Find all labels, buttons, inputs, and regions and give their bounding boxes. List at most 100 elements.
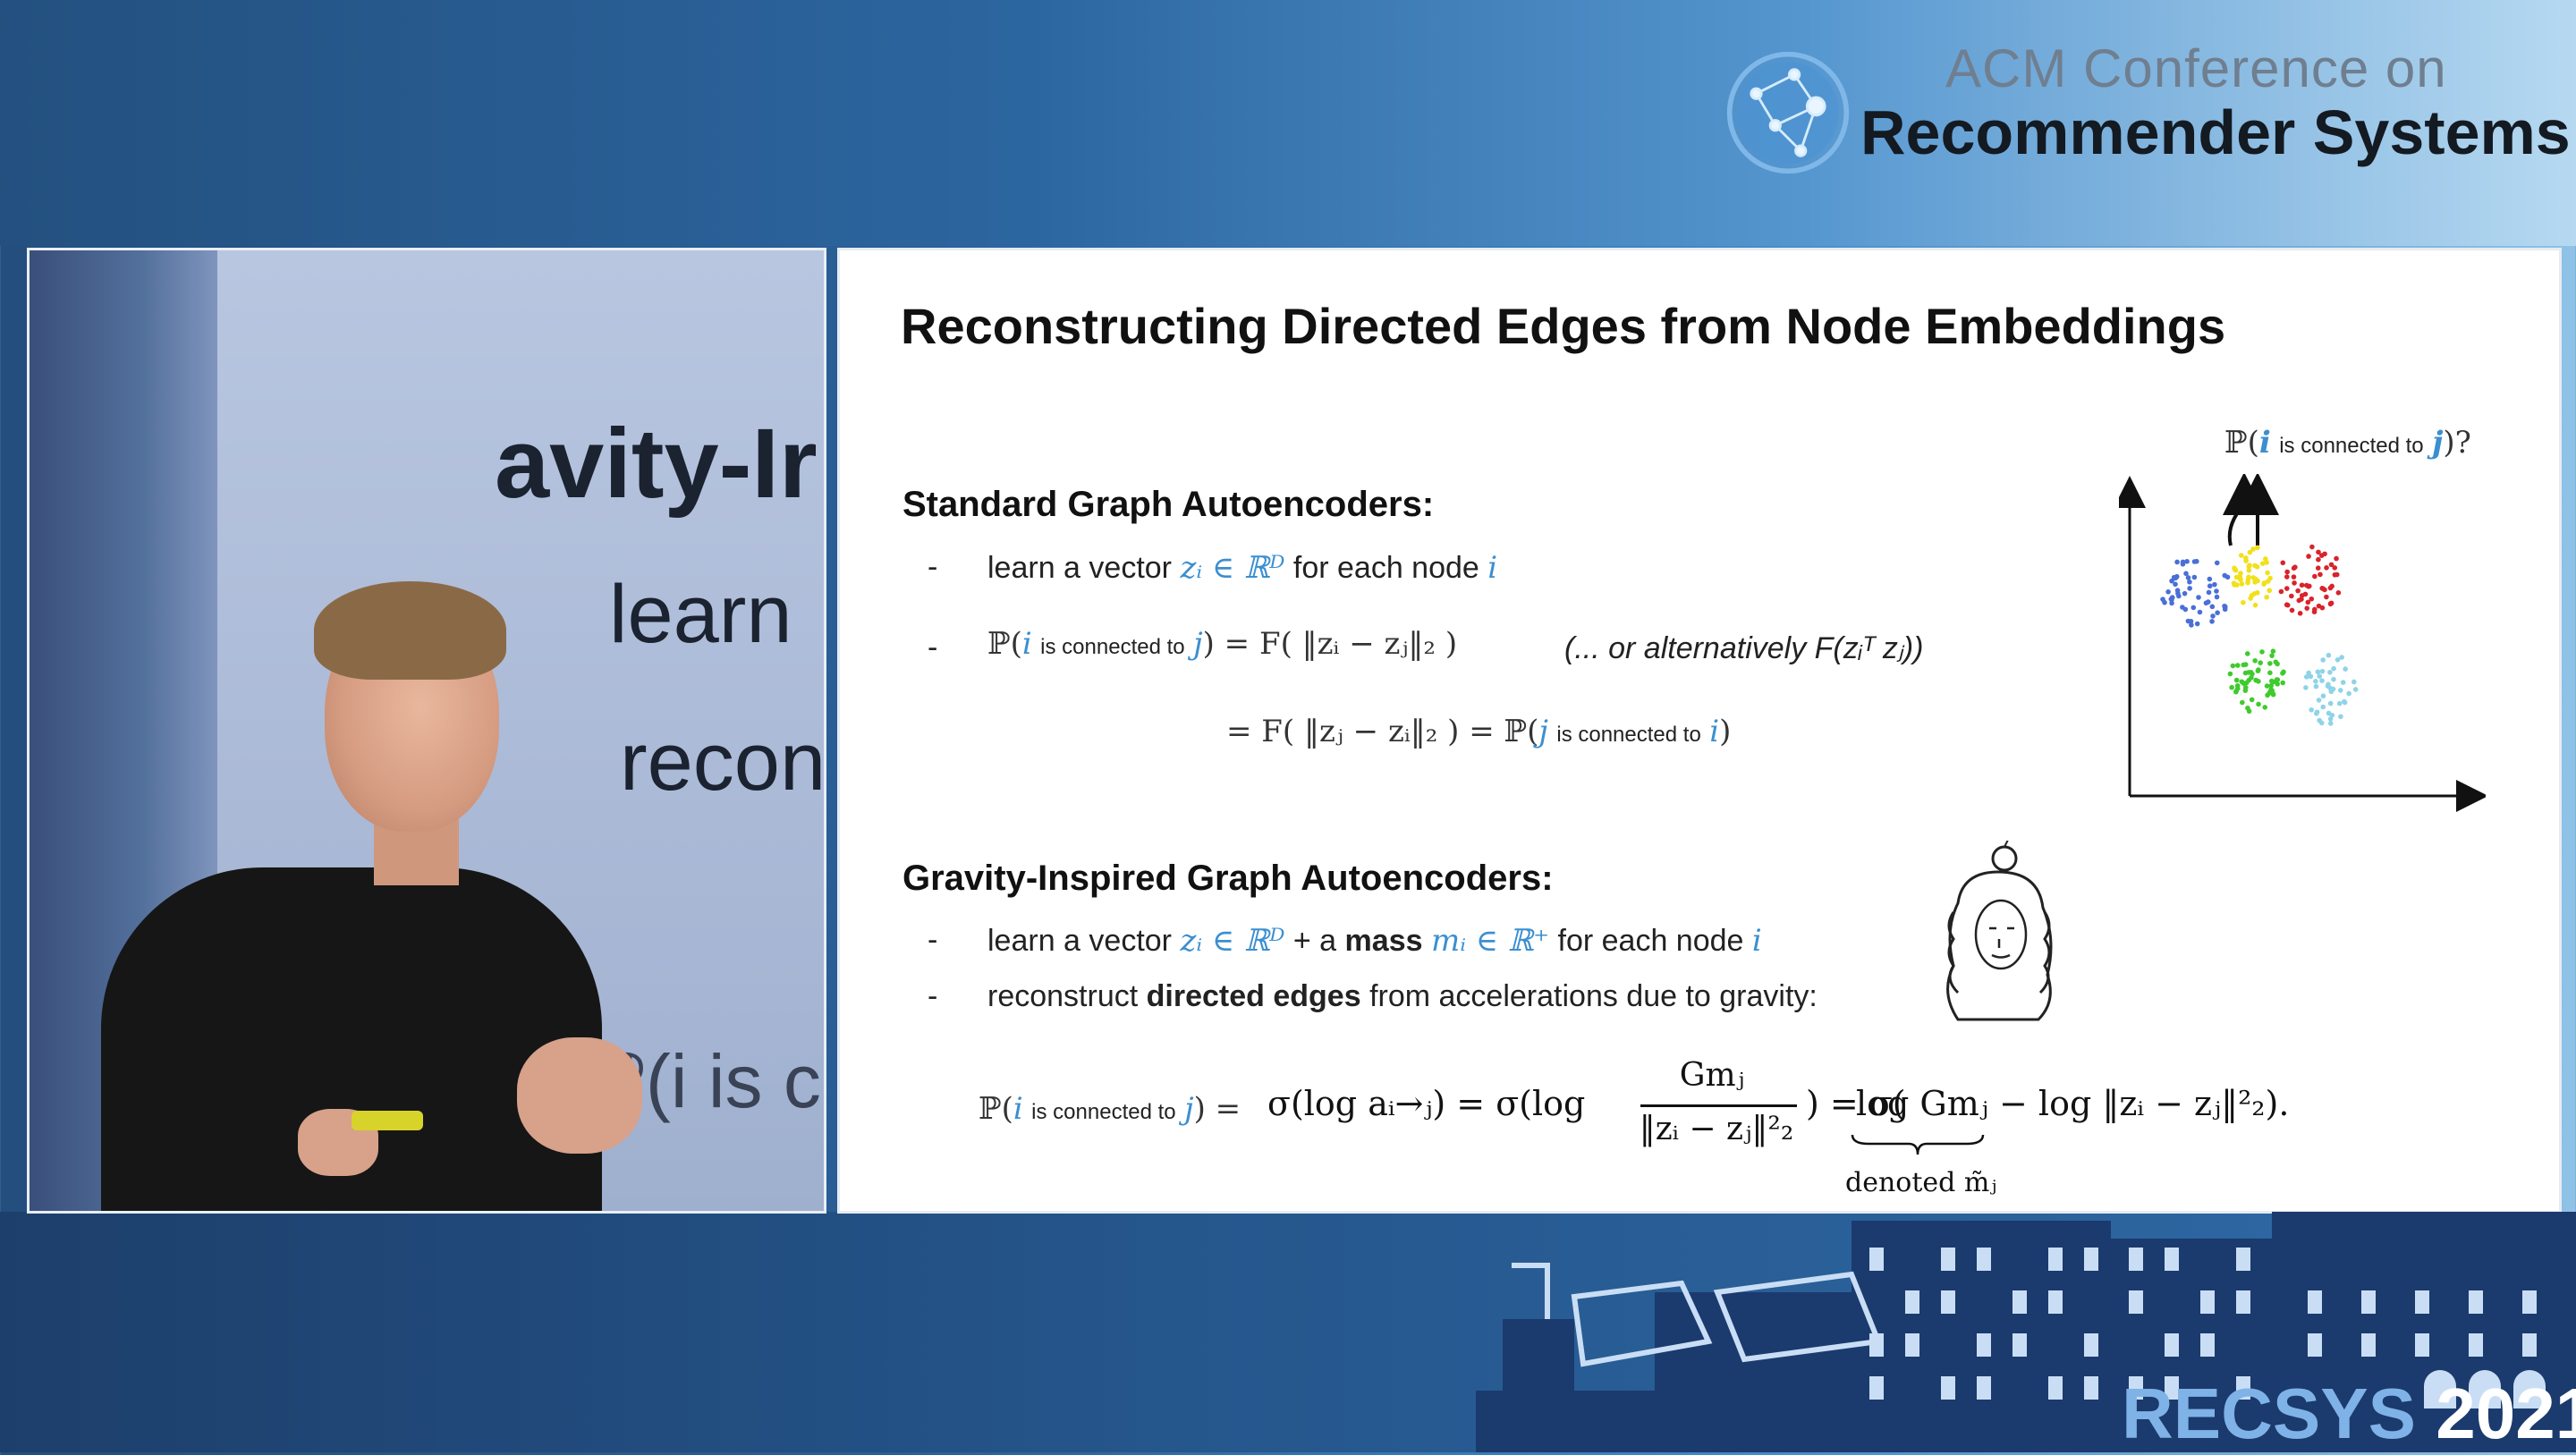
gravity-formula-part: ) = σ( <box>1806 1084 1906 1123</box>
scatter-point <box>2222 606 2228 613</box>
scatter-point <box>2295 588 2301 594</box>
scatter-point <box>2338 714 2343 720</box>
presentation-clicker <box>352 1111 423 1130</box>
scatter-point <box>2319 605 2326 611</box>
scatter-point <box>2326 710 2332 716</box>
scatter-point <box>2180 559 2186 565</box>
scatter-point <box>2214 560 2220 566</box>
scatter-point <box>2320 657 2326 663</box>
scatter-point <box>2206 589 2212 596</box>
building-window <box>2415 1333 2429 1357</box>
building-window <box>2200 1290 2215 1314</box>
alternative-note: (... or alternatively F(zᵢᵀ zⱼ)) <box>1564 631 1924 665</box>
scatter-point <box>2318 553 2325 558</box>
building-window <box>2012 1333 2027 1357</box>
scatter-point <box>2278 588 2284 595</box>
scatter-point <box>2326 652 2332 658</box>
scatter-point <box>2327 585 2334 591</box>
scatter-point <box>2319 678 2325 683</box>
scatter-point <box>2320 693 2326 699</box>
scatter-point <box>2324 594 2329 600</box>
gravity-formula-underbraced: log Gmⱼ <box>1856 1084 1988 1123</box>
scatter-point <box>2306 554 2311 559</box>
scatter-point <box>2280 560 2286 566</box>
scatter-point <box>2175 590 2181 596</box>
scatter-point <box>2160 596 2165 602</box>
scatter-point <box>2250 575 2257 580</box>
scatter-point <box>2182 590 2188 596</box>
scatter-point <box>2270 690 2275 697</box>
newton-portrait-icon <box>1946 841 2053 1021</box>
scatter-point <box>2244 651 2250 656</box>
scatter-point <box>2240 699 2245 706</box>
scatter-point <box>2262 705 2268 710</box>
scatter-point <box>2351 679 2357 685</box>
building-window <box>2522 1290 2537 1314</box>
scatter-point <box>2246 677 2252 683</box>
building-window <box>2048 1290 2063 1314</box>
scatter-point <box>2227 671 2233 677</box>
building-window <box>2129 1376 2143 1400</box>
scatter-point <box>2291 574 2297 579</box>
speaker-hair <box>314 581 506 680</box>
scatter-point <box>2187 579 2192 585</box>
scatter-point <box>2238 553 2244 558</box>
scatter-point <box>2306 670 2311 676</box>
scatter-point <box>2337 688 2343 693</box>
building-window <box>2308 1333 2322 1357</box>
scatter-point <box>2267 588 2273 594</box>
scatter-point <box>2256 678 2261 684</box>
scatter-point <box>2320 704 2326 710</box>
gravity-bullet-1: learn a vector zᵢ ∈ ℝᴰ + a mass mᵢ ∈ ℝ⁺ … <box>987 923 1762 959</box>
gravity-formula-part: σ(log aᵢ→ⱼ) = σ(log <box>1267 1084 1586 1123</box>
building-arch <box>2513 1370 2546 1408</box>
gravity-formula-lhs: ℙ(i is connected to j) = <box>979 1091 1241 1127</box>
scatter-point <box>2246 567 2252 573</box>
scatter-point <box>2214 588 2219 594</box>
scatter-point <box>2259 649 2265 655</box>
bullet-dash: - <box>928 550 938 584</box>
building-window <box>2361 1333 2376 1357</box>
scatter-point <box>2243 558 2249 563</box>
scatter-point <box>2196 595 2201 600</box>
scatter-point <box>2299 596 2304 602</box>
scatter-point <box>2174 559 2180 565</box>
scatter-point <box>2258 660 2263 665</box>
scatter-point <box>2191 574 2198 580</box>
scatter-point <box>2247 549 2253 555</box>
scatter-point <box>2275 661 2280 667</box>
scatter-point <box>2215 610 2220 616</box>
scatter-point <box>2315 565 2321 571</box>
scatter-point <box>2237 573 2243 579</box>
scatter-point <box>2289 607 2295 613</box>
standard-bullet-1: learn a vector zᵢ ∈ ℝᴰ for each node i <box>987 550 1498 586</box>
bullet-dash: - <box>928 979 938 1013</box>
background-slide-text: learn <box>609 569 792 660</box>
building-window <box>1869 1248 1884 1271</box>
scatter-point <box>2267 670 2273 676</box>
scatter-point <box>2189 622 2194 628</box>
scatter-point <box>2252 602 2258 608</box>
bullet-dash: - <box>928 923 938 957</box>
scatter-point <box>2343 666 2348 672</box>
scatter-point <box>2241 599 2246 605</box>
scatter-point <box>2194 621 2200 627</box>
scatter-point <box>2332 565 2338 571</box>
scatter-point <box>2230 663 2236 669</box>
scatter-point <box>2334 656 2341 663</box>
building-window <box>1869 1376 1884 1400</box>
building-window <box>2084 1248 2098 1271</box>
building-window <box>1977 1376 1991 1400</box>
scatter-point <box>2280 680 2286 686</box>
scatter-point <box>2249 593 2255 598</box>
gravity-formula-part: − log ‖zᵢ − zⱼ‖²₂). <box>1999 1084 2290 1123</box>
scatter-point <box>2313 683 2319 689</box>
header-band <box>0 0 2576 246</box>
underbrace-label: denoted m̃ⱼ <box>1845 1167 1997 1198</box>
scatter-point <box>2229 684 2234 690</box>
building-window <box>2308 1290 2322 1314</box>
scatter-point <box>2315 669 2321 675</box>
scatter-point <box>2340 680 2346 685</box>
scatter-point <box>2246 670 2251 675</box>
scatter-point <box>2255 578 2260 584</box>
